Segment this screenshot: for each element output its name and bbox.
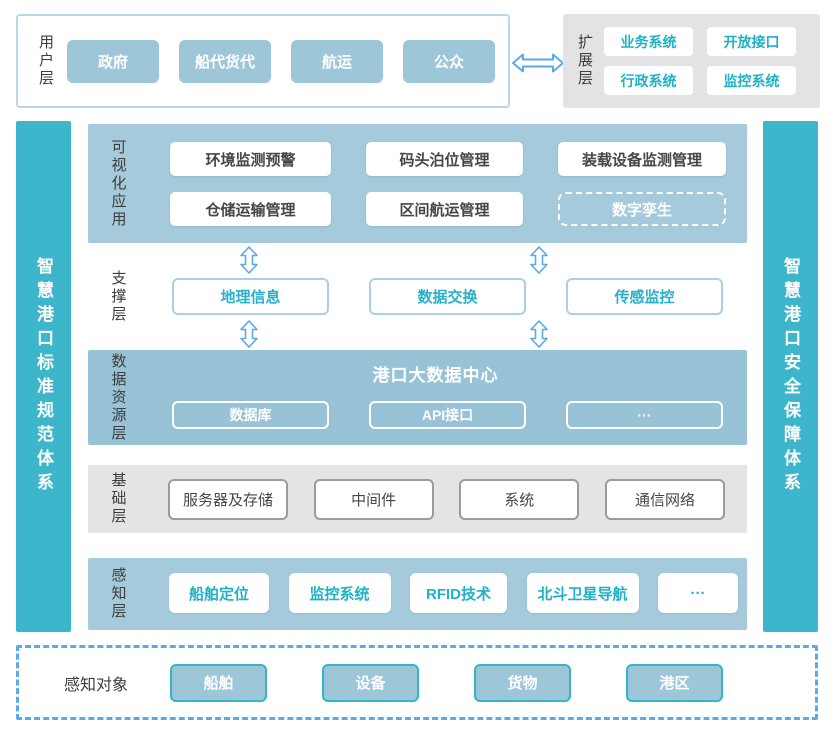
viz-node-warehouse-transport: 仓储运输管理	[170, 192, 331, 226]
standards-system-bar-text: 智慧港口标准规范体系	[34, 256, 53, 497]
user-node-shipping-agents: 船代货代	[179, 39, 271, 83]
support-layer-nodes: 地理信息 数据交换 传感监控	[172, 278, 723, 315]
object-node-ship: 船舶	[170, 663, 268, 702]
support-layer-label: 支撑层	[109, 269, 127, 324]
perception-node-monitoring-system: 监控系统	[288, 573, 391, 613]
big-data-center-title: 港口大数据中心	[372, 366, 499, 385]
extension-node-business-system: 业务系统	[604, 27, 693, 56]
extension-node-monitor-system: 监控系统	[707, 66, 796, 95]
perception-node-rfid: RFID技术	[410, 573, 507, 613]
double-arrow-vertical-icon	[530, 320, 548, 348]
perception-node-ellipsis: ···	[658, 573, 738, 613]
user-layer-nodes: 政府 船代货代 航运 公众	[67, 39, 495, 83]
data-node-api-interface: API接口	[369, 401, 526, 429]
viz-node-interval-shipping: 区间航运管理	[366, 192, 523, 226]
data-resource-layer-label: 数据资源层	[109, 352, 127, 443]
visualization-row-1: 环境监测预警 码头泊位管理 装载设备监测管理	[170, 142, 726, 176]
user-layer-panel: 用户层 政府 船代货代 航运 公众	[16, 14, 510, 108]
support-node-geographic-info: 地理信息	[172, 278, 329, 315]
user-node-shipping: 航运	[291, 39, 383, 83]
double-arrow-horizontal-icon	[512, 53, 564, 73]
data-node-database: 数据库	[172, 401, 329, 429]
viz-node-digital-twin: 数字孪生	[558, 192, 726, 226]
visualization-layer-label: 可视化应用	[109, 138, 127, 229]
extension-node-open-interface: 开放接口	[707, 27, 796, 56]
extension-layer-panel: 扩展层 业务系统 开放接口 行政系统 监控系统	[563, 14, 820, 108]
data-layer-nodes: 数据库 API接口 ···	[172, 401, 723, 429]
infra-node-middleware: 中间件	[313, 479, 434, 520]
standards-system-bar: 智慧港口标准规范体系	[16, 121, 71, 632]
data-resource-layer-band: 数据资源层 港口大数据中心 数据库 API接口 ···	[88, 350, 747, 445]
object-node-cargo: 货物	[474, 663, 572, 702]
double-arrow-vertical-icon	[240, 246, 258, 274]
perception-objects-label: 感知对象	[64, 676, 129, 694]
perception-layer-nodes: 船舶定位 监控系统 RFID技术 北斗卫星导航 ···	[169, 573, 738, 613]
user-node-public: 公众	[403, 39, 495, 83]
perception-layer-label: 感知层	[109, 567, 127, 621]
infra-node-server-storage: 服务器及存储	[168, 479, 288, 520]
security-system-bar: 智慧港口安全保障体系	[763, 121, 818, 632]
double-arrow-vertical-icon	[530, 246, 548, 274]
perception-node-ship-positioning: 船舶定位	[169, 573, 269, 613]
viz-node-berth-management: 码头泊位管理	[366, 142, 523, 176]
viz-node-loading-equipment-monitoring: 装载设备监测管理	[558, 142, 726, 176]
support-layer-section: 支撑层 地理信息 数据交换 传感监控	[88, 243, 747, 350]
perception-object-nodes: 船舶 设备 货物 港区	[170, 663, 724, 702]
security-system-bar-text: 智慧港口安全保障体系	[781, 256, 800, 497]
perception-objects-panel: 感知对象 船舶 设备 货物 港区	[16, 645, 818, 720]
infrastructure-layer-band: 基础层 服务器及存储 中间件 系统 通信网络	[88, 465, 747, 533]
infra-node-system: 系统	[459, 479, 580, 520]
infrastructure-layer-nodes: 服务器及存储 中间件 系统 通信网络	[168, 479, 725, 520]
extension-layer-label: 扩展层	[576, 34, 593, 88]
double-arrow-vertical-icon	[240, 320, 258, 348]
extension-node-admin-system: 行政系统	[604, 66, 693, 95]
support-node-data-exchange: 数据交换	[369, 278, 526, 315]
data-node-ellipsis: ···	[566, 401, 723, 429]
object-node-equipment: 设备	[322, 663, 420, 702]
support-node-sensor-monitoring: 传感监控	[566, 278, 723, 315]
user-layer-label: 用户层	[37, 34, 54, 88]
user-node-government: 政府	[67, 39, 159, 83]
object-node-port-area: 港区	[626, 663, 724, 702]
viz-node-environment-monitoring: 环境监测预警	[170, 142, 331, 176]
visualization-row-2: 仓储运输管理 区间航运管理 数字孪生	[170, 192, 726, 226]
visualization-layer-band: 可视化应用 环境监测预警 码头泊位管理 装载设备监测管理 仓储运输管理 区间航运…	[88, 124, 747, 243]
perception-node-beidou-navigation: 北斗卫星导航	[526, 573, 639, 613]
infrastructure-layer-label: 基础层	[109, 472, 127, 526]
infra-node-communication-network: 通信网络	[604, 479, 725, 520]
perception-layer-band: 感知层 船舶定位 监控系统 RFID技术 北斗卫星导航 ···	[88, 558, 747, 630]
extension-layer-nodes: 业务系统 开放接口 行政系统 监控系统	[604, 27, 796, 95]
